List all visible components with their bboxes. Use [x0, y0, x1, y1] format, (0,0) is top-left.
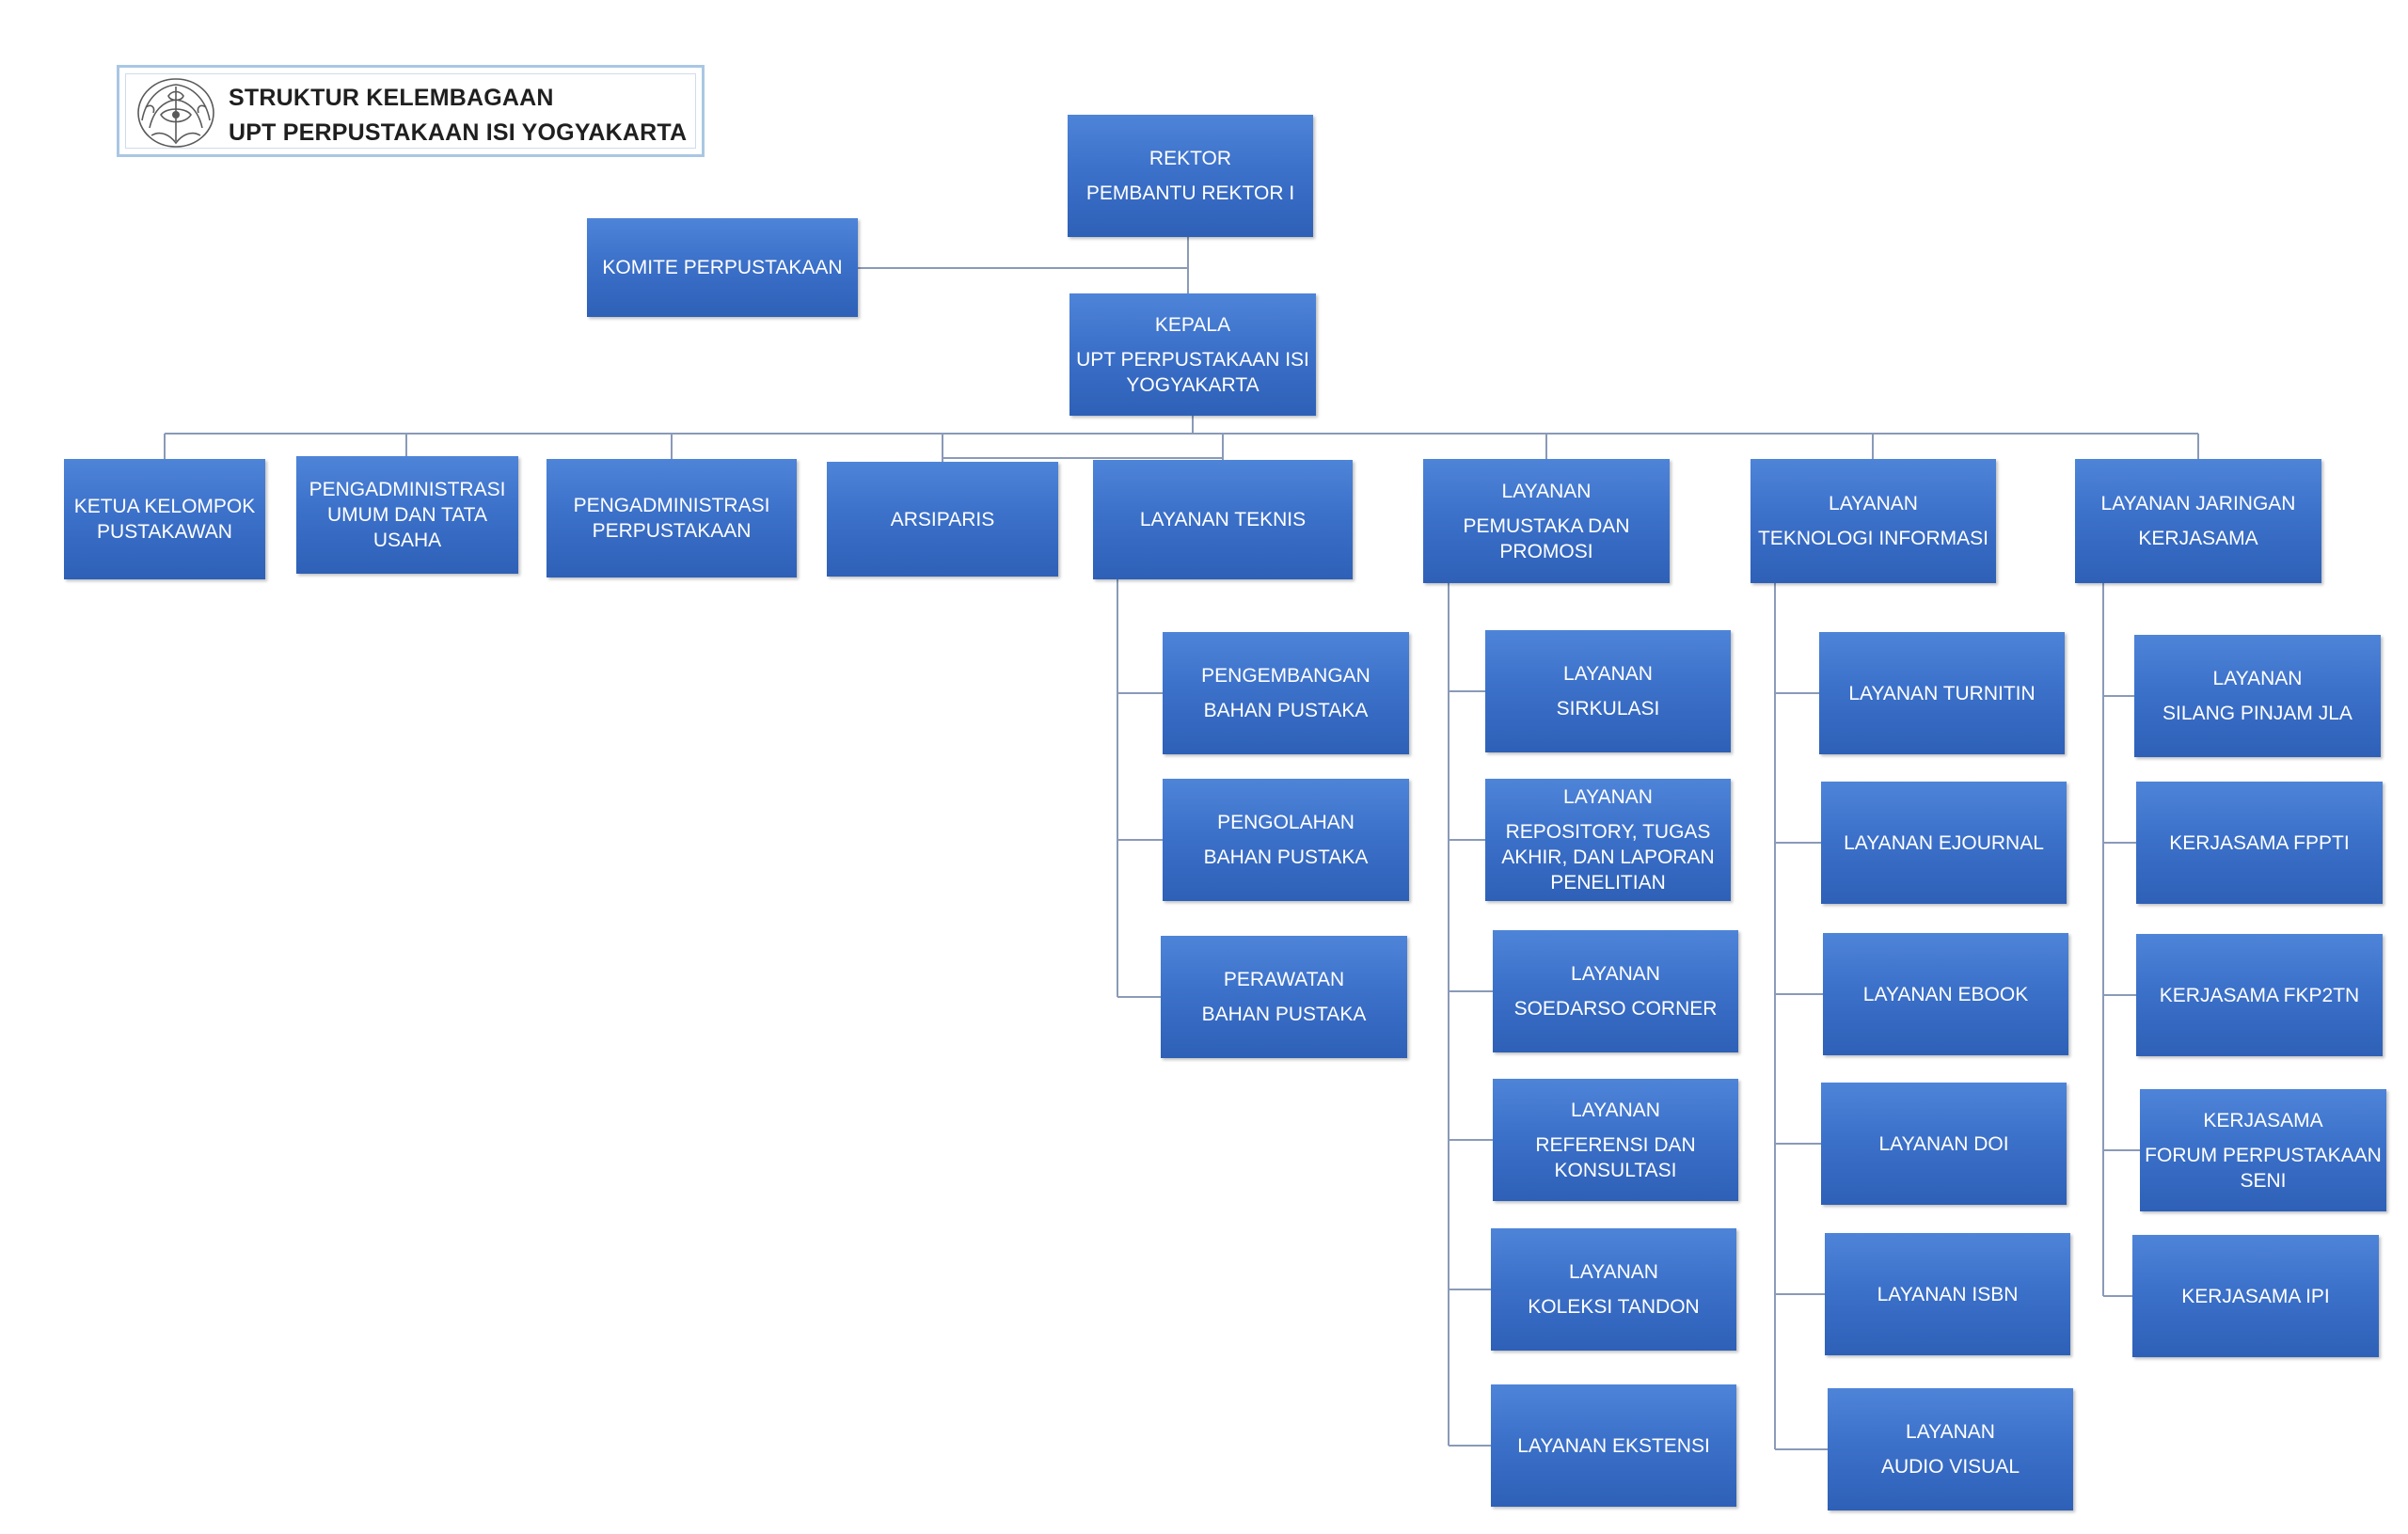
node-label: SILANG PINJAM JLA [2162, 703, 2353, 724]
node-label: LAYANAN JARINGAN [2100, 493, 2296, 514]
node-label: PENGADMINISTRASI [573, 495, 770, 516]
node-label: LAYANAN ISBN [1877, 1283, 2019, 1305]
node-layanan-ekstensi: LAYANAN EKSTENSI [1491, 1384, 1736, 1507]
node-arsiparis: ARSIPARIS [827, 462, 1058, 577]
node-label: SIRKULASI [1556, 698, 1660, 720]
node-pengadministrasi-perpustakaan: PENGADMINISTRASI PERPUSTAKAAN [547, 459, 797, 577]
node-label: LAYANAN [1571, 963, 1660, 985]
node-label: LAYANAN [1571, 1099, 1660, 1121]
node-layanan-soedarso-corner: LAYANAN SOEDARSO CORNER [1493, 930, 1738, 1052]
node-layanan-sirkulasi: LAYANAN SIRKULASI [1485, 630, 1731, 752]
node-kerjasama-ipi: KERJASAMA IPI [2132, 1235, 2379, 1357]
node-layanan-pemustaka: LAYANAN PEMUSTAKA DAN PROMOSI [1423, 459, 1670, 583]
node-label: BAHAN PUSTAKA [1203, 846, 1369, 868]
node-label: LAYANAN TEKNIS [1139, 509, 1307, 530]
node-kerjasama-forum-perpustakaan-seni: KERJASAMA FORUM PERPUSTAKAAN SENI [2140, 1089, 2386, 1211]
node-layanan-audio-visual: LAYANAN AUDIO VISUAL [1828, 1388, 2073, 1510]
node-layanan-referensi-konsultasi: LAYANAN REFERENSI DAN KONSULTASI [1493, 1079, 1738, 1201]
node-label: KERJASAMA FKP2TN [2159, 984, 2360, 1006]
chart-title: STRUKTUR KELEMBAGAAN UPT PERPUSTAKAAN IS… [229, 81, 687, 150]
node-label: KEPALA [1154, 313, 1231, 336]
node-label: KERJASAMA FPPTI [2169, 831, 2350, 854]
node-layanan-isbn: LAYANAN ISBN [1825, 1233, 2070, 1355]
node-label: AUDIO VISUAL [1880, 1456, 2020, 1478]
node-perawatan-bahan-pustaka: PERAWATAN BAHAN PUSTAKA [1161, 936, 1407, 1058]
node-label: PENELITIAN [1550, 872, 1666, 894]
node-label: PENGEMBANGAN [1201, 665, 1370, 687]
node-label: LAYANAN [1563, 786, 1653, 808]
node-label: BAHAN PUSTAKA [1201, 1004, 1367, 1025]
isi-yogyakarta-emblem-icon [137, 78, 214, 148]
node-label: KERJASAMA IPI [2181, 1285, 2330, 1307]
node-label: LAYANAN [1563, 663, 1653, 685]
node-label: KONSULTASI [1554, 1159, 1677, 1181]
node-label: REKTOR [1149, 148, 1232, 169]
node-kepala: KEPALA UPT PERPUSTAKAAN ISI YOGYAKARTA [1069, 293, 1316, 416]
node-label: KOMITE PERPUSTAKAAN [602, 257, 843, 278]
node-rektor: REKTOR PEMBANTU REKTOR I [1068, 115, 1313, 237]
chart-title-box: STRUKTUR KELEMBAGAAN UPT PERPUSTAKAAN IS… [117, 65, 705, 157]
node-label: SENI [2240, 1169, 2287, 1192]
chart-title-line-1: STRUKTUR KELEMBAGAAN [229, 85, 554, 111]
node-label: LAYANAN EJOURNAL [1844, 831, 2044, 854]
node-layanan-turnitin: LAYANAN TURNITIN [1819, 632, 2065, 754]
node-label: KERJASAMA [2203, 1109, 2323, 1131]
node-layanan-ejournal: LAYANAN EJOURNAL [1821, 782, 2067, 904]
node-layanan-teknologi-informasi: LAYANAN TEKNOLOGI INFORMASI [1751, 459, 1996, 583]
node-label: LAYANAN [1829, 493, 1918, 514]
node-label: PUSTAKAWAN [97, 521, 232, 543]
node-label: LAYANAN [1569, 1261, 1658, 1283]
node-layanan-jaringan-kerjasama: LAYANAN JARINGAN KERJASAMA [2075, 459, 2321, 583]
node-label: LAYANAN TURNITIN [1848, 682, 2036, 704]
node-label: SOEDARSO CORNER [1513, 998, 1718, 1020]
node-label: PERPUSTAKAAN [592, 520, 752, 542]
node-pengembangan-bahan-pustaka: PENGEMBANGAN BAHAN PUSTAKA [1163, 632, 1409, 754]
node-label: LAYANAN [1501, 480, 1592, 502]
node-kerjasama-fkp2tn: KERJASAMA FKP2TN [2136, 934, 2383, 1056]
node-label: REFERENSI DAN [1535, 1133, 1696, 1156]
node-ketua-kelompok-pustakawan: KETUA KELOMPOK PUSTAKAWAN [64, 459, 265, 579]
node-label: ARSIPARIS [890, 508, 995, 530]
node-label: LAYANAN [1906, 1421, 1995, 1443]
node-label: FORUM PERPUSTAKAAN [2145, 1144, 2382, 1166]
node-label: PENGADMINISTRASI [309, 479, 506, 500]
node-label: PEMBANTU REKTOR I [1085, 182, 1295, 204]
node-layanan-teknis: LAYANAN TEKNIS [1093, 460, 1353, 579]
node-kerjasama-fppti: KERJASAMA FPPTI [2136, 782, 2383, 904]
node-label: PROMOSI [1499, 540, 1593, 562]
node-label: USAHA [372, 530, 442, 551]
node-label: PEMUSTAKA DAN [1463, 514, 1630, 537]
node-layanan-doi: LAYANAN DOI [1821, 1083, 2067, 1205]
node-label: LAYANAN [2212, 668, 2303, 689]
node-label: KETUA KELOMPOK [73, 496, 256, 517]
node-label: TEKNOLOGI INFORMASI [1757, 528, 1989, 549]
node-label: BAHAN PUSTAKA [1203, 700, 1369, 721]
node-layanan-repository: LAYANAN REPOSITORY, TUGAS AKHIR, DAN LAP… [1485, 779, 1731, 901]
node-label: PENGOLAHAN [1217, 812, 1354, 833]
node-komite-perpustakaan: KOMITE PERPUSTAKAAN [587, 218, 858, 317]
chart-title-line-2: UPT PERPUSTAKAAN ISI YOGYAKARTA [229, 119, 688, 146]
node-label: LAYANAN EBOOK [1862, 983, 2029, 1005]
node-layanan-koleksi-tandon: LAYANAN KOLEKSI TANDON [1491, 1228, 1736, 1351]
node-label: AKHIR, DAN LAPORAN [1501, 846, 1715, 868]
node-label: LAYANAN DOI [1878, 1132, 2009, 1155]
node-label: YOGYAKARTA [1126, 373, 1259, 396]
node-label: KERJASAMA [2138, 528, 2258, 549]
node-layanan-ebook: LAYANAN EBOOK [1823, 933, 2068, 1055]
node-label: UPT PERPUSTAKAAN ISI [1076, 348, 1309, 371]
node-layanan-silang-pinjam-jla: LAYANAN SILANG PINJAM JLA [2134, 635, 2381, 757]
node-label: UMUM DAN TATA [327, 504, 487, 526]
node-label: LAYANAN EKSTENSI [1517, 1434, 1710, 1457]
node-pengolahan-bahan-pustaka: PENGOLAHAN BAHAN PUSTAKA [1163, 779, 1409, 901]
node-pengadministrasi-umum: PENGADMINISTRASI UMUM DAN TATA USAHA [296, 456, 518, 574]
node-label: REPOSITORY, TUGAS [1505, 821, 1711, 843]
node-label: PERAWATAN [1223, 969, 1345, 990]
node-label: KOLEKSI TANDON [1528, 1296, 1700, 1318]
